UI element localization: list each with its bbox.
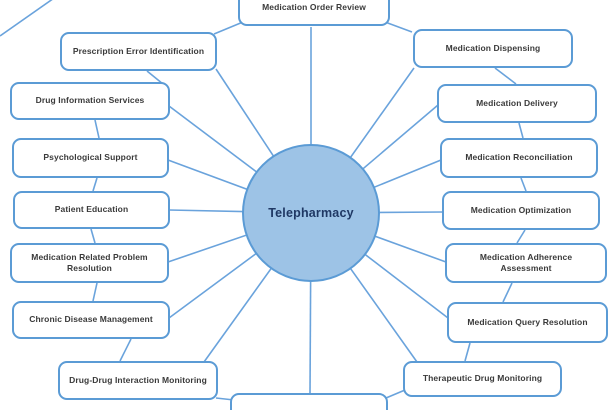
ring-connector-14: [464, 342, 471, 362]
node-label: Prescription Error Identification: [72, 45, 205, 56]
node-psychological-support: Psychological Support: [12, 138, 169, 178]
node-medication-related-problem-resolution: Medication Related Problem Resolution: [10, 243, 169, 283]
ring-connector-10: [518, 122, 524, 139]
node-label: Medication Query Resolution: [467, 316, 588, 327]
ring-connector-5: [92, 282, 98, 302]
node-label: Chronic Disease Management: [29, 314, 153, 325]
node-medication-query-resolution: Medication Query Resolution: [447, 302, 608, 343]
node-medication-adherence-assessment: Medication Adherence Assessment: [445, 243, 607, 283]
ring-connector-3: [92, 177, 98, 192]
node-label: Medication Delivery: [476, 97, 558, 108]
node-medication-dispensing: Medication Dispensing: [413, 29, 573, 68]
node-label: Psychological Support: [43, 152, 138, 163]
node-label: Medication Optimization: [470, 204, 572, 215]
node-label: Drug-Drug Interaction Monitoring: [69, 374, 207, 385]
node-chronic-disease-management: Chronic Disease Management: [12, 301, 170, 339]
node-medication-order-review: Medication Order Review: [238, 0, 390, 26]
node-label: Medication Dispensing: [445, 42, 541, 53]
node-therapeutic-drug-monitoring: Therapeutic Drug Monitoring: [403, 361, 562, 397]
ring-connector-6: [119, 338, 132, 362]
ring-connector-1: [146, 70, 164, 85]
ring-connector-15: [385, 389, 406, 399]
node-label: Medication Reconciliation: [465, 152, 573, 163]
ring-connector-12: [516, 229, 526, 244]
node-medication-delivery: Medication Delivery: [437, 84, 597, 123]
ring-connector-4: [90, 228, 96, 244]
node-label: Medication Related Problem Resolution: [31, 251, 148, 273]
node-label: Drug Information Services: [35, 95, 145, 106]
node-patient-education: Patient Education: [13, 191, 170, 229]
node-label: Medication Order Review: [262, 2, 366, 13]
center-circle: [242, 144, 380, 282]
ring-connector-16: [0, 0, 53, 37]
node-label: Patient Education: [54, 204, 129, 215]
ring-connector-9: [494, 67, 517, 85]
ring-connector-8: [384, 21, 413, 33]
ring-connector-2: [94, 119, 100, 139]
node-drug-information-services: Drug Information Services: [10, 82, 170, 120]
node-label: Therapeutic Drug Monitoring: [422, 373, 543, 384]
node-medication-optimization: Medication Optimization: [442, 191, 600, 230]
ring-connector-13: [502, 282, 513, 303]
node-prescription-error-identification: Prescription Error Identification: [60, 32, 217, 71]
node-drug-drug-interaction-monitoring: Drug-Drug Interaction Monitoring: [58, 361, 218, 400]
ring-connector-11: [520, 177, 527, 192]
node-bottom-node-cropped: [230, 393, 388, 410]
node-label: Medication Adherence Assessment: [479, 251, 573, 273]
ring-connector-0: [213, 21, 244, 35]
node-medication-reconciliation: Medication Reconciliation: [440, 138, 598, 178]
